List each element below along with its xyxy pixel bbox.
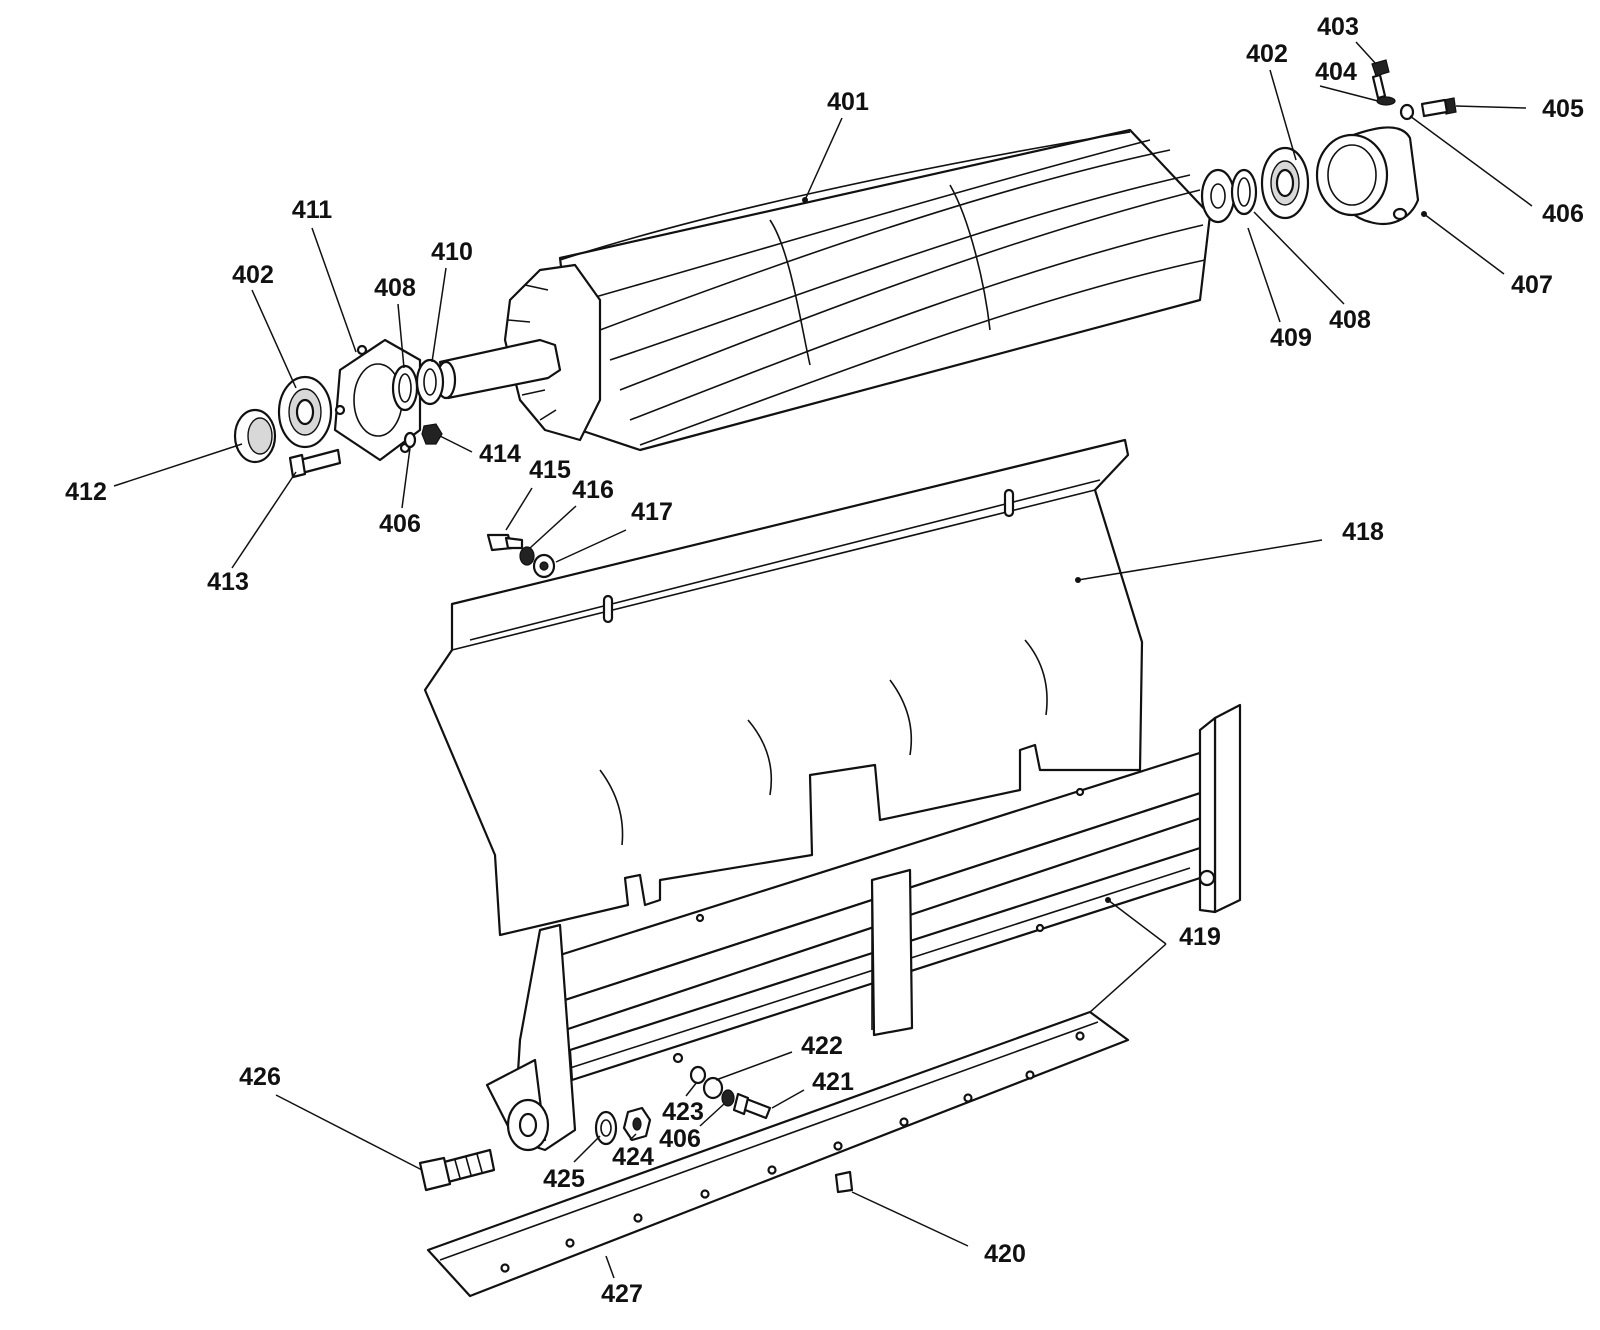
callout-405: 405 xyxy=(1542,95,1584,123)
callout-417: 417 xyxy=(631,498,673,526)
callout-401: 401 xyxy=(827,88,869,116)
callout-425: 425 xyxy=(543,1165,585,1193)
callout-414: 414 xyxy=(479,440,521,468)
leader-406-left xyxy=(401,447,411,509)
leader-402-left xyxy=(251,289,297,389)
leader-411 xyxy=(311,227,357,353)
callout-408-right: 408 xyxy=(1329,306,1371,334)
leader-425 xyxy=(573,1135,601,1163)
leader-426 xyxy=(275,1094,423,1171)
adjustment-hardware xyxy=(418,1065,772,1192)
right-bearing-group xyxy=(1200,59,1457,226)
leader-415 xyxy=(505,487,533,531)
leader-401-dot xyxy=(802,197,808,203)
callout-402-right: 402 xyxy=(1246,40,1288,68)
callout-407: 407 xyxy=(1511,271,1553,299)
leader-410 xyxy=(431,267,447,363)
leader-423 xyxy=(685,1081,698,1097)
leader-408-left xyxy=(397,303,405,369)
leader-413 xyxy=(231,471,297,569)
callout-409: 409 xyxy=(1270,324,1312,352)
callout-413: 413 xyxy=(207,568,249,596)
reel-cylinder xyxy=(435,128,1212,452)
callout-411: 411 xyxy=(292,196,332,224)
bedknife-strip xyxy=(426,1010,1130,1298)
leader-405 xyxy=(1455,105,1527,109)
callout-422: 422 xyxy=(801,1032,843,1060)
leader-406-lower xyxy=(699,1103,725,1127)
leader-401 xyxy=(804,117,843,201)
leader-402-right xyxy=(1269,69,1297,161)
leader-406-right xyxy=(1409,115,1533,207)
callout-406-lower: 406 xyxy=(659,1125,701,1153)
callout-406-left: 406 xyxy=(379,510,421,538)
callout-420: 420 xyxy=(984,1240,1026,1268)
callout-418: 418 xyxy=(1342,518,1384,546)
callout-419: 419 xyxy=(1179,923,1221,951)
left-bearing-group xyxy=(233,338,445,479)
callout-410: 410 xyxy=(431,238,473,266)
leader-403 xyxy=(1355,41,1377,65)
callout-406-right: 406 xyxy=(1542,200,1584,228)
callout-426: 426 xyxy=(239,1063,281,1091)
leader-407 xyxy=(1423,213,1505,275)
leader-421 xyxy=(771,1089,805,1109)
leader-414 xyxy=(439,435,473,453)
callout-427: 427 xyxy=(601,1280,643,1308)
leader-412 xyxy=(113,443,243,487)
callout-421: 421 xyxy=(812,1068,854,1096)
bedbar-frame xyxy=(485,703,1242,1152)
leader-422 xyxy=(715,1051,793,1081)
callout-408-left: 408 xyxy=(374,274,416,302)
callout-402-left: 402 xyxy=(232,261,274,289)
leader-418 xyxy=(1077,539,1323,581)
leader-408-right xyxy=(1253,211,1345,305)
leader-409 xyxy=(1247,227,1281,323)
callout-416: 416 xyxy=(572,476,614,504)
callout-424: 424 xyxy=(612,1143,654,1171)
leader-407-dot xyxy=(1421,211,1427,217)
leader-419-dot xyxy=(1105,897,1111,903)
callout-415: 415 xyxy=(529,456,571,484)
leader-427 xyxy=(605,1255,615,1279)
leader-420 xyxy=(851,1191,969,1247)
bottom-blade-plate xyxy=(423,438,1144,937)
leader-416 xyxy=(529,505,577,549)
callout-423: 423 xyxy=(662,1098,704,1126)
leader-419a xyxy=(1107,899,1167,945)
leader-424 xyxy=(629,1133,637,1141)
callout-403: 403 xyxy=(1317,13,1359,41)
leader-417 xyxy=(555,529,627,563)
leader-404 xyxy=(1319,85,1379,102)
callout-404: 404 xyxy=(1315,58,1357,86)
callout-412: 412 xyxy=(65,478,107,506)
leader-418-dot xyxy=(1075,577,1081,583)
